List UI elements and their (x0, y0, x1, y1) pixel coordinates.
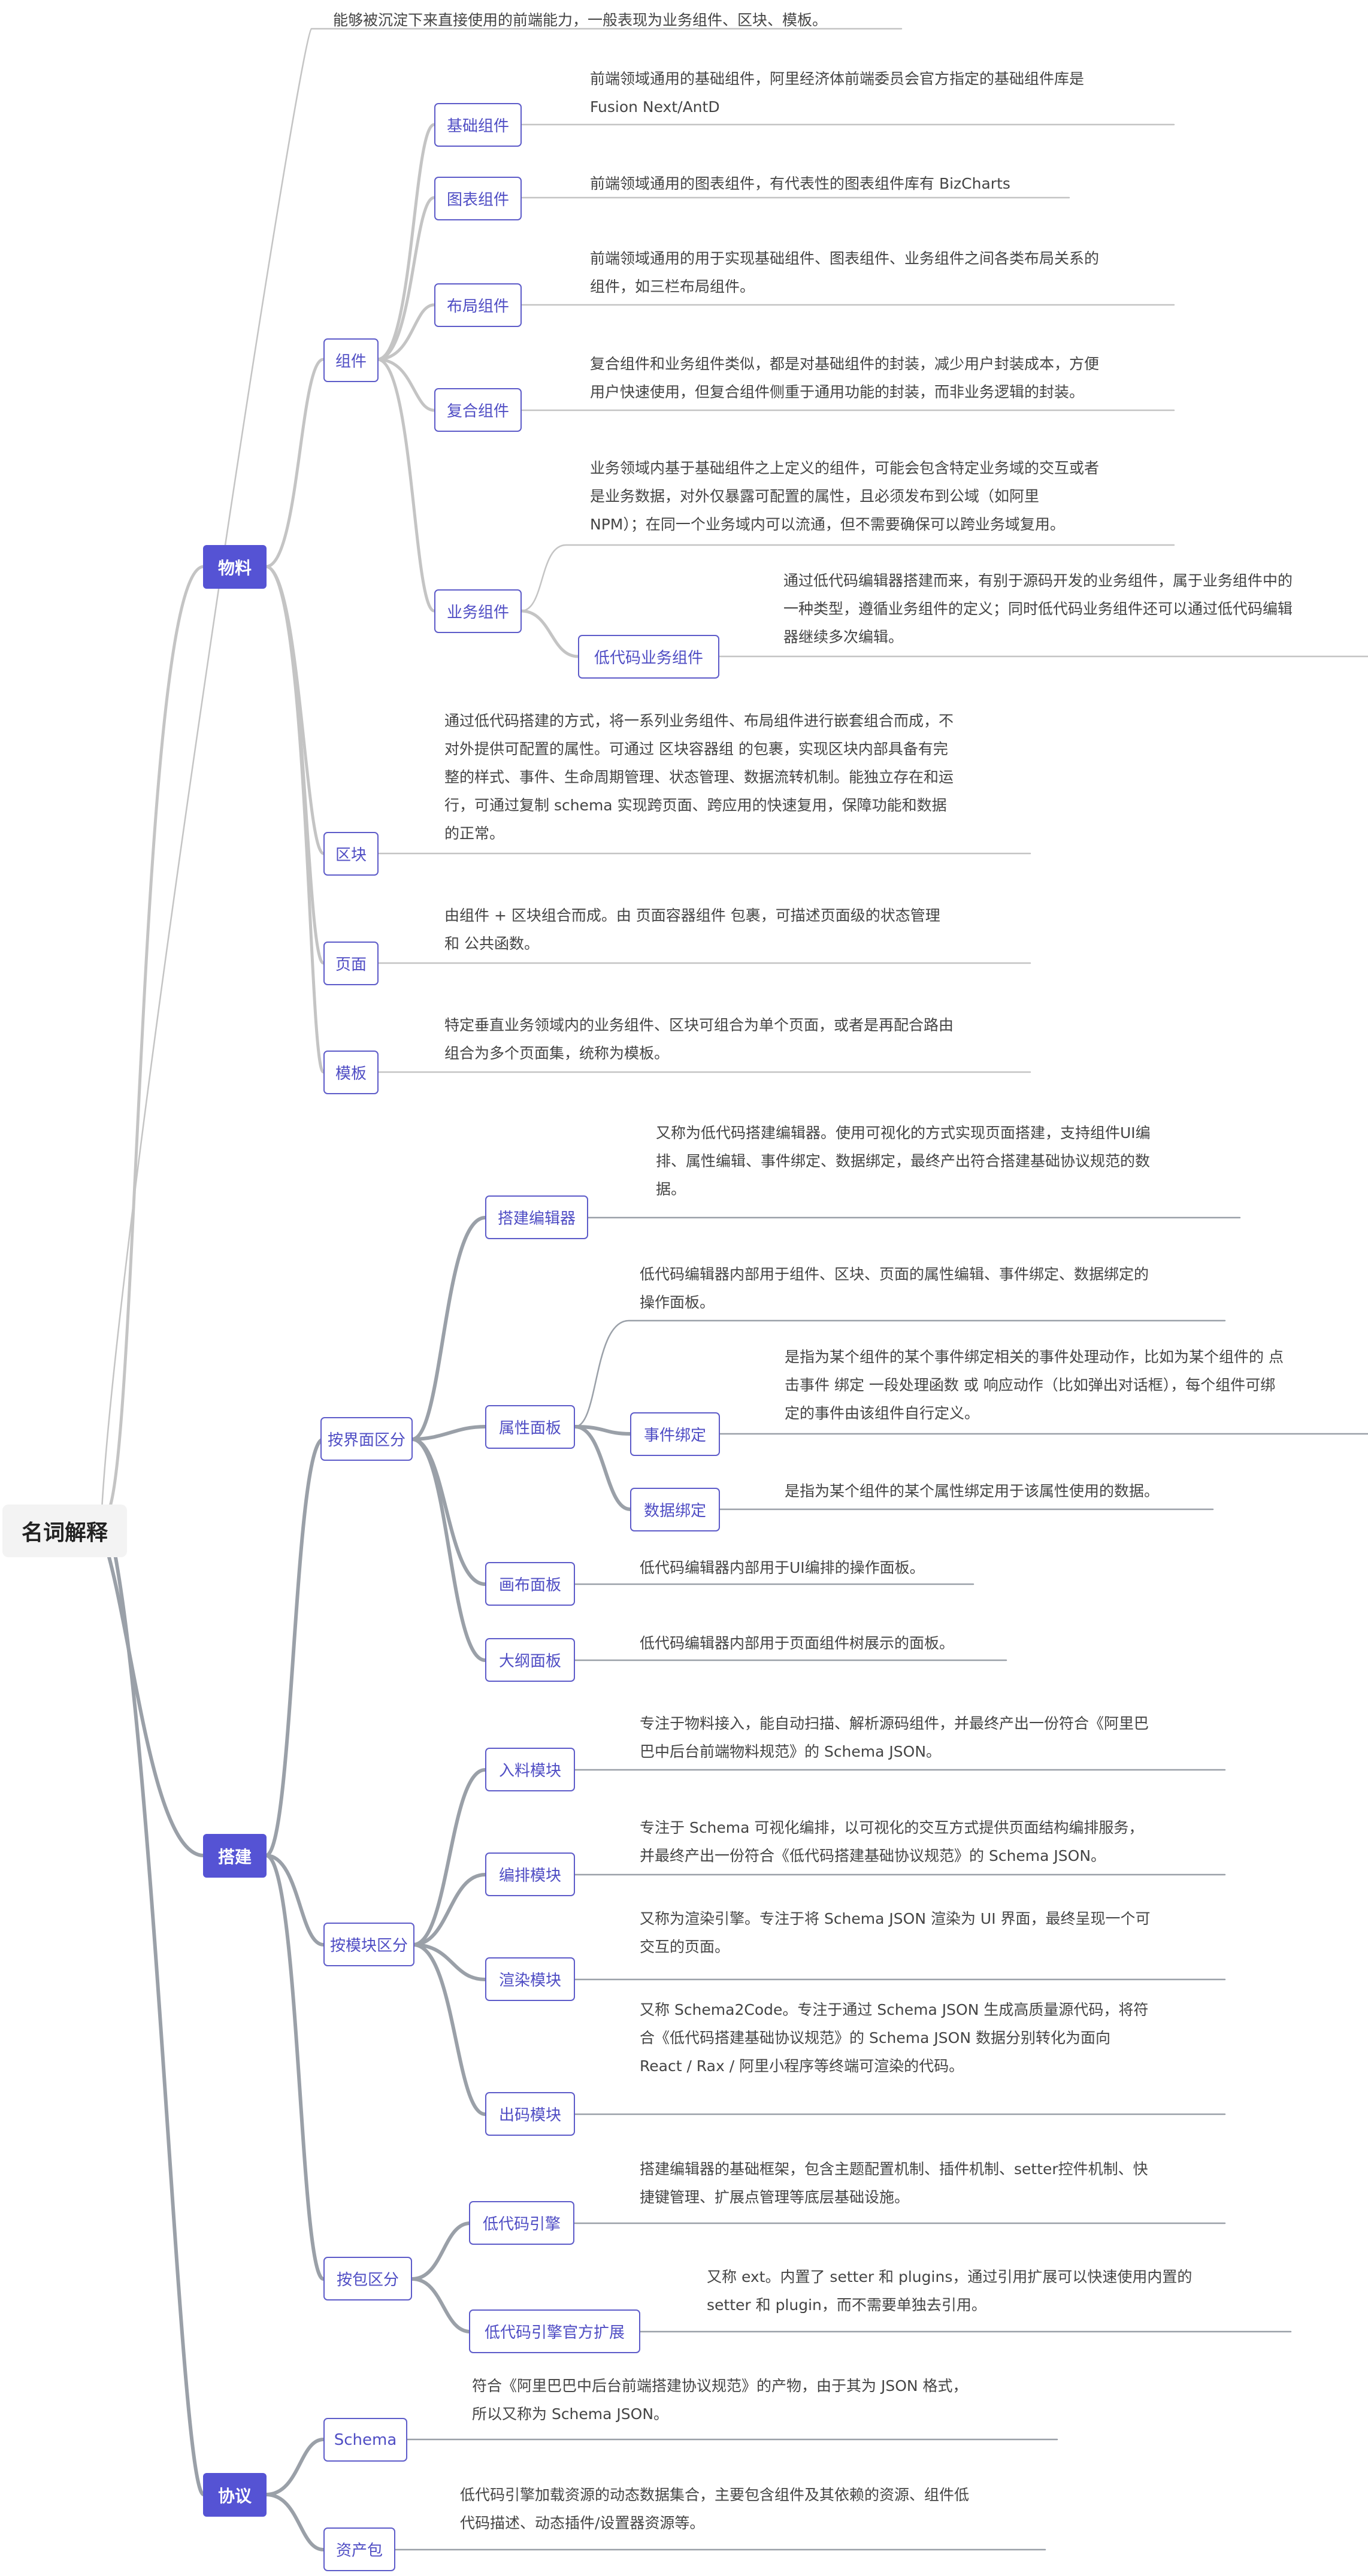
schema-desc: 符合《阿里巴巴中后台前端搭建协议规范》的产物，由于其为 JSON 格式， 所以又… (472, 2377, 968, 2423)
lowcode-engine-node[interactable]: 低代码引擎 (469, 2201, 574, 2245)
canvas-panel-node[interactable]: 画布面板 (485, 1562, 575, 1606)
block-desc: 通过低代码搭建的方式，将一系列业务组件、布局组件进行嵌套组合而成，不 对外提供可… (444, 712, 954, 842)
data-binding-node[interactable]: 数据绑定 (630, 1488, 720, 1531)
editor-node[interactable]: 搭建编辑器 (485, 1195, 588, 1239)
layout-component-node[interactable]: 布局组件 (434, 283, 522, 327)
schema-node[interactable]: Schema (323, 2418, 407, 2462)
composite-component-node[interactable]: 复合组件 (434, 388, 522, 432)
lowcode-engine-ext-desc: 又称 ext。内置了 setter 和 plugins，通过引用扩展可以快速使用… (707, 2268, 1193, 2314)
block-node[interactable]: 区块 (323, 832, 379, 876)
arrange-module-desc: 专注于 Schema 可视化编排，以可视化的交互方式提供页面结构编排服务， 并最… (640, 1819, 1144, 1864)
ingest-module-node[interactable]: 入料模块 (485, 1748, 575, 1791)
layout-component-desc: 前端领域通用的用于实现基础组件、图表组件、业务组件之间各类布局关系的 组件，如三… (590, 250, 1100, 295)
component-node[interactable]: 组件 (323, 338, 379, 382)
codegen-module-node[interactable]: 出码模块 (485, 2092, 575, 2136)
page-desc: 由组件 + 区块组合而成。由 页面容器组件 包裹，可描述页面级的状态管理 和 公… (444, 907, 940, 952)
data-binding-desc: 是指为某个组件的某个属性绑定用于该属性使用的数据。 (785, 1482, 1160, 1500)
chart-component-node[interactable]: 图表组件 (434, 177, 522, 220)
outline-panel-desc: 低代码编辑器内部用于页面组件树展示的面板。 (640, 1634, 955, 1652)
event-binding-desc: 是指为某个组件的某个事件绑定相关的事件处理动作，比如为某个组件的 点 击事件 绑… (785, 1348, 1284, 1422)
build-node[interactable]: 搭建 (203, 1834, 267, 1878)
arrange-module-node[interactable]: 编排模块 (485, 1852, 575, 1896)
assets-node[interactable]: 资产包 (323, 2527, 395, 2571)
props-panel-desc: 低代码编辑器内部用于组件、区块、页面的属性编辑、事件绑定、数据绑定的 操作面板。 (640, 1266, 1149, 1311)
protocol-node[interactable]: 协议 (203, 2473, 267, 2517)
lowcode-engine-ext-node[interactable]: 低代码引擎官方扩展 (469, 2309, 640, 2353)
codegen-module-desc: 又称 Schema2Code。专注于通过 Schema JSON 生成高质量源代… (640, 2001, 1149, 2075)
root-node[interactable]: 名词解释 (2, 1505, 127, 1557)
by-ui-node[interactable]: 按界面区分 (320, 1417, 413, 1461)
chart-component-desc: 前端领域通用的图表组件，有代表性的图表组件库有 BizCharts (590, 175, 1010, 192)
template-desc: 特定垂直业务领域内的业务组件、区块可组合为单个页面，或者是再配合路由 组合为多个… (444, 1016, 954, 1062)
lowcode-business-component-node[interactable]: 低代码业务组件 (578, 635, 719, 679)
props-panel-node[interactable]: 属性面板 (485, 1405, 575, 1449)
render-module-desc: 又称为渲染引擎。专注于将 Schema JSON 渲染为 UI 界面，最终呈现一… (640, 1910, 1151, 1956)
outline-panel-node[interactable]: 大纲面板 (485, 1638, 575, 1682)
composite-component-desc: 复合组件和业务组件类似，都是对基础组件的封装，减少用户封装成本，方便 用户快速使… (590, 355, 1100, 401)
page-node[interactable]: 页面 (323, 942, 379, 985)
assets-desc: 低代码引擎加载资源的动态数据集合，主要包含组件及其依赖的资源、组件低 代码描述、… (460, 2486, 970, 2532)
materials-node[interactable]: 物料 (203, 545, 267, 589)
business-component-desc: 业务领域内基于基础组件之上定义的组件，可能会包含特定业务域的交互或者 是业务数据… (590, 459, 1100, 533)
template-node[interactable]: 模板 (323, 1051, 379, 1094)
materials-desc: 能够被沉淀下来直接使用的前端能力，一般表现为业务组件、区块、模板。 (333, 11, 828, 29)
basic-component-node[interactable]: 基础组件 (434, 103, 522, 147)
editor-desc: 又称为低代码搭建编辑器。使用可视化的方式实现页面搭建，支持组件UI编 排、属性编… (656, 1124, 1151, 1198)
by-package-node[interactable]: 按包区分 (323, 2257, 412, 2300)
event-binding-node[interactable]: 事件绑定 (630, 1412, 720, 1456)
business-component-node[interactable]: 业务组件 (434, 589, 522, 633)
ingest-module-desc: 专注于物料接入，能自动扫描、解析源码组件，并最终产出一份符合《阿里巴 巴中后台前… (640, 1715, 1149, 1760)
lowcode-engine-desc: 搭建编辑器的基础框架，包含主题配置机制、插件机制、setter控件机制、快 捷键… (640, 2160, 1148, 2206)
render-module-node[interactable]: 渲染模块 (485, 1957, 575, 2001)
basic-component-desc: 前端领域通用的基础组件，阿里经济体前端委员会官方指定的基础组件库是 Fusion… (590, 70, 1085, 116)
lowcode-business-component-desc: 通过低代码编辑器搭建而来，有别于源码开发的业务组件，属于业务组件中的 一种类型，… (783, 572, 1293, 646)
by-module-node[interactable]: 按模块区分 (323, 1923, 414, 1966)
canvas-panel-desc: 低代码编辑器内部用于UI编排的操作面板。 (640, 1559, 925, 1576)
